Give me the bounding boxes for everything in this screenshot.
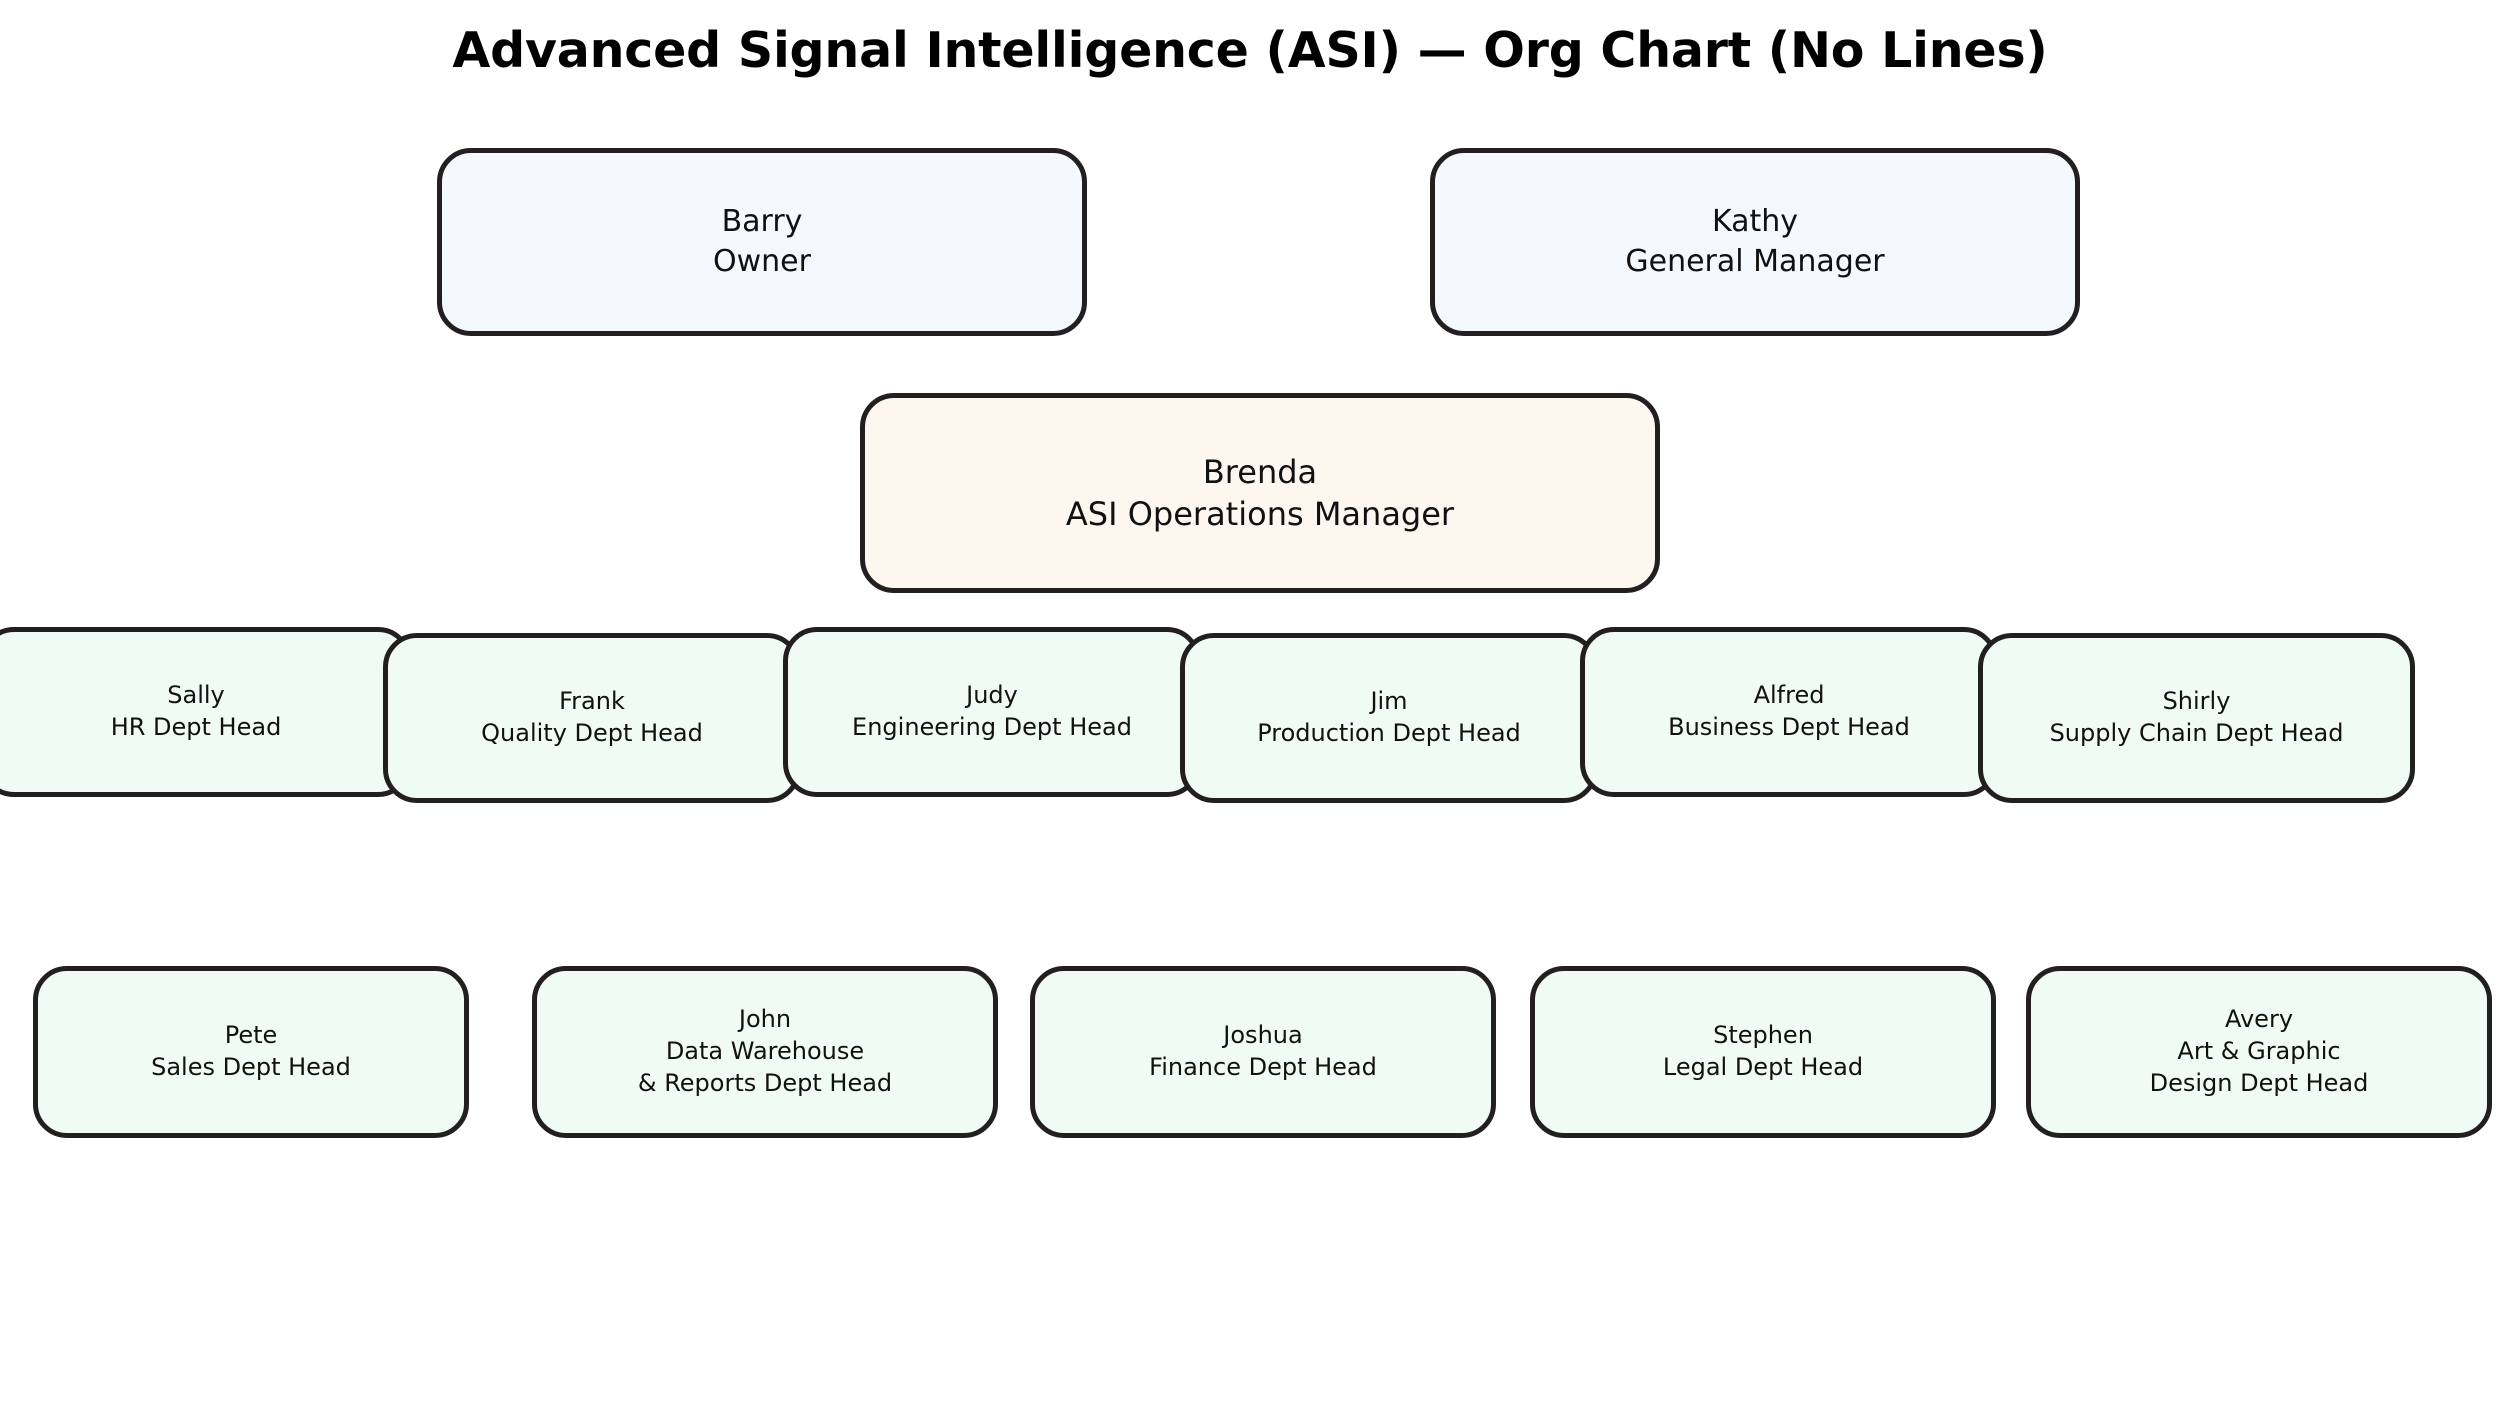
org-node-label: Alfred Business Dept Head <box>1668 681 1910 741</box>
org-node-label: Brenda ASI Operations Manager <box>1065 452 1455 533</box>
page-title: Advanced Signal Intelligence (ASI) — Org… <box>452 22 2048 79</box>
org-node-joshua[interactable]: Joshua Finance Dept Head <box>1030 966 1496 1138</box>
org-node-label: John Data Warehouse & Reports Dept Head <box>637 1005 893 1097</box>
org-node-label: Shirly Supply Chain Dept Head <box>2049 687 2344 747</box>
org-node-john[interactable]: John Data Warehouse & Reports Dept Head <box>532 966 998 1138</box>
org-node-sally[interactable]: Sally HR Dept Head <box>0 627 412 797</box>
org-node-label: Judy Engineering Dept Head <box>852 681 1132 741</box>
org-node-label: Jim Production Dept Head <box>1257 687 1521 747</box>
org-node-label: Joshua Finance Dept Head <box>1149 1021 1377 1081</box>
org-node-jim[interactable]: Jim Production Dept Head <box>1180 633 1598 803</box>
org-node-brenda[interactable]: Brenda ASI Operations Manager <box>860 393 1660 593</box>
org-node-label: Sally HR Dept Head <box>110 681 282 741</box>
org-node-label: Avery Art & Graphic Design Dept Head <box>2149 1005 2369 1097</box>
org-node-kathy[interactable]: Kathy General Manager <box>1430 148 2080 336</box>
org-node-judy[interactable]: Judy Engineering Dept Head <box>783 627 1201 797</box>
org-node-label: Pete Sales Dept Head <box>151 1021 351 1081</box>
org-node-pete[interactable]: Pete Sales Dept Head <box>33 966 469 1138</box>
org-node-label: Stephen Legal Dept Head <box>1662 1021 1864 1081</box>
org-node-frank[interactable]: Frank Quality Dept Head <box>383 633 801 803</box>
org-node-label: Barry Owner <box>713 204 811 279</box>
org-node-shirly[interactable]: Shirly Supply Chain Dept Head <box>1978 633 2415 803</box>
org-node-label: Frank Quality Dept Head <box>481 687 703 747</box>
org-node-barry[interactable]: Barry Owner <box>437 148 1087 336</box>
org-node-stephen[interactable]: Stephen Legal Dept Head <box>1530 966 1996 1138</box>
org-node-alfred[interactable]: Alfred Business Dept Head <box>1580 627 1998 797</box>
org-node-avery[interactable]: Avery Art & Graphic Design Dept Head <box>2026 966 2492 1138</box>
org-node-label: Kathy General Manager <box>1625 204 1885 279</box>
